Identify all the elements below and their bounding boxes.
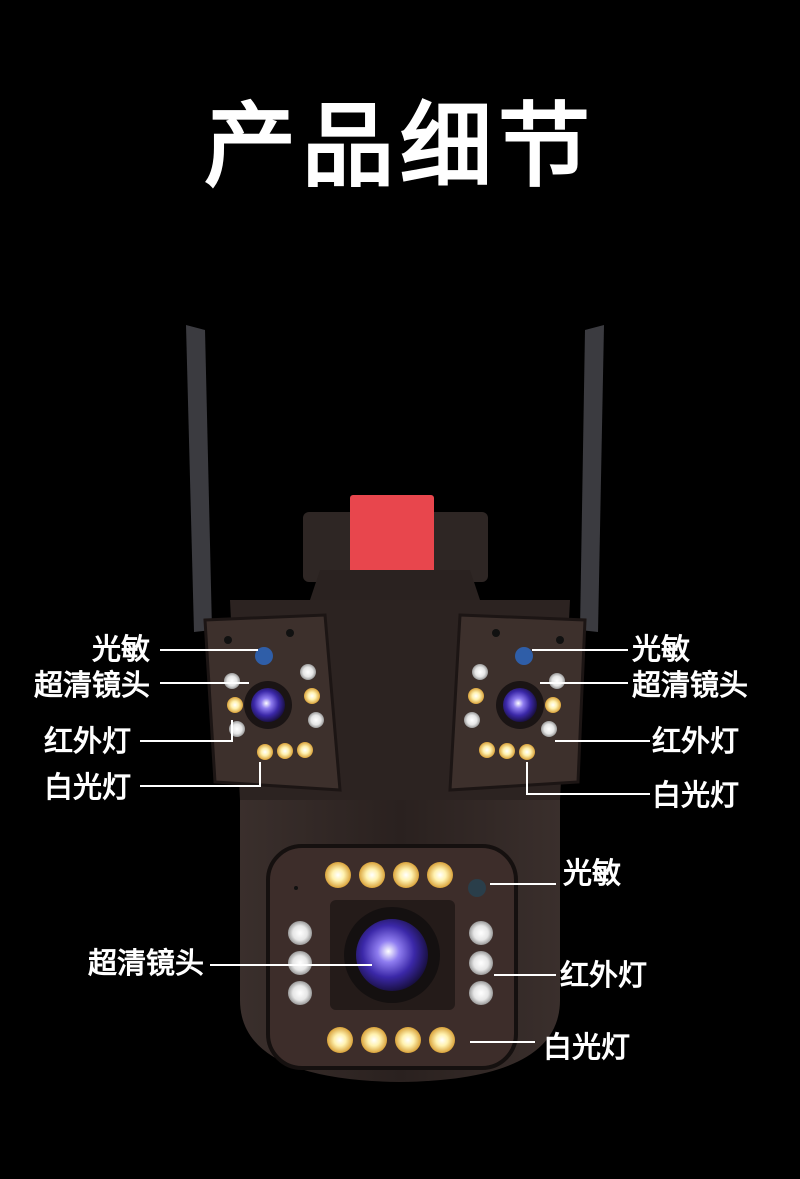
main-lens-icon bbox=[356, 919, 428, 991]
label-hd-lens-left: 超清镜头 bbox=[34, 668, 151, 702]
left-camera-panel bbox=[203, 613, 342, 792]
page-title: 产品细节 bbox=[203, 93, 596, 200]
label-hd-lens-right: 超清镜头 bbox=[632, 668, 749, 702]
right-camera-panel bbox=[448, 613, 587, 792]
left-antenna bbox=[186, 325, 212, 632]
label-light-sensor-left: 光敏 bbox=[92, 632, 151, 666]
bottom-camera-panel bbox=[266, 844, 518, 1070]
label-ir-light-left: 红外灯 bbox=[44, 724, 132, 758]
label-hd-lens-bottom: 超清镜头 bbox=[88, 946, 205, 980]
label-white-light-right: 白光灯 bbox=[652, 778, 740, 812]
red-block bbox=[350, 495, 434, 575]
light-sensor-icon bbox=[468, 879, 486, 897]
right-lens-icon bbox=[503, 688, 537, 722]
label-white-light-left: 白光灯 bbox=[44, 770, 132, 804]
label-ir-light-bottom: 红外灯 bbox=[560, 958, 648, 992]
label-light-sensor-right: 光敏 bbox=[632, 632, 691, 666]
label-light-sensor-bottom: 光敏 bbox=[563, 856, 622, 890]
right-antenna bbox=[580, 325, 604, 632]
light-sensor-icon bbox=[515, 647, 533, 665]
light-sensor-icon bbox=[255, 647, 273, 665]
leader-lines bbox=[140, 649, 650, 1043]
label-white-light-bottom: 白光灯 bbox=[543, 1030, 631, 1064]
label-ir-light-right: 红外灯 bbox=[652, 724, 740, 758]
left-lens-icon bbox=[251, 688, 285, 722]
